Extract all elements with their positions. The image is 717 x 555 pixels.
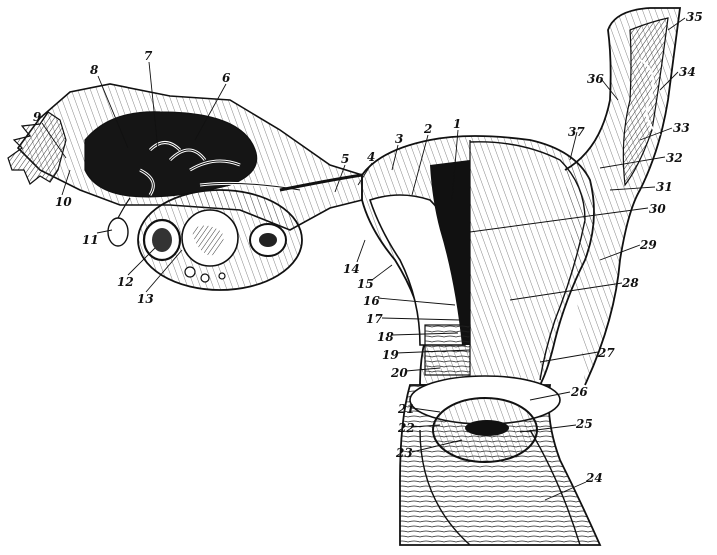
label-13: 13 (137, 292, 154, 306)
label-28: 28 (622, 276, 639, 290)
label-35: 35 (686, 10, 703, 24)
label-4: 4 (367, 150, 376, 164)
fimbriae (7, 111, 67, 185)
label-1: 1 (453, 117, 462, 131)
label-7: 7 (144, 49, 153, 63)
label-2: 2 (424, 122, 433, 136)
label-34: 34 (679, 65, 696, 79)
label-22: 22 (398, 421, 415, 435)
label-11: 11 (82, 233, 99, 247)
label-31: 31 (656, 180, 673, 194)
ovary (137, 189, 303, 291)
broad-ligament-left (16, 83, 363, 231)
vagina (399, 375, 602, 546)
label-32: 32 (666, 151, 683, 165)
ovarian-ligament (279, 173, 363, 192)
label-29: 29 (640, 238, 657, 252)
label-23: 23 (396, 446, 413, 460)
uterus-body (361, 135, 595, 386)
label-21: 21 (398, 402, 415, 416)
label-12: 12 (117, 275, 134, 289)
label-20: 20 (391, 366, 408, 380)
label-6: 6 (222, 71, 231, 85)
label-37: 37 (568, 125, 585, 139)
label-10: 10 (55, 195, 72, 209)
appendix-vesicle (107, 217, 129, 247)
label-8: 8 (90, 63, 99, 77)
label-33: 33 (673, 121, 690, 135)
label-30: 30 (649, 202, 666, 216)
label-19: 19 (382, 348, 399, 362)
label-3: 3 (395, 132, 404, 146)
label-25: 25 (576, 417, 593, 431)
label-9: 9 (33, 110, 42, 124)
label-36: 36 (587, 72, 604, 86)
label-5: 5 (341, 152, 350, 166)
label-26: 26 (571, 385, 588, 399)
label-15: 15 (357, 277, 374, 291)
label-27: 27 (598, 346, 615, 360)
leader-lines (41, 17, 686, 501)
label-16: 16 (363, 294, 380, 308)
label-14: 14 (343, 262, 360, 276)
uterine-tube-right (564, 7, 682, 386)
label-17: 17 (366, 312, 383, 326)
label-24: 24 (586, 471, 603, 485)
label-18: 18 (377, 330, 394, 344)
